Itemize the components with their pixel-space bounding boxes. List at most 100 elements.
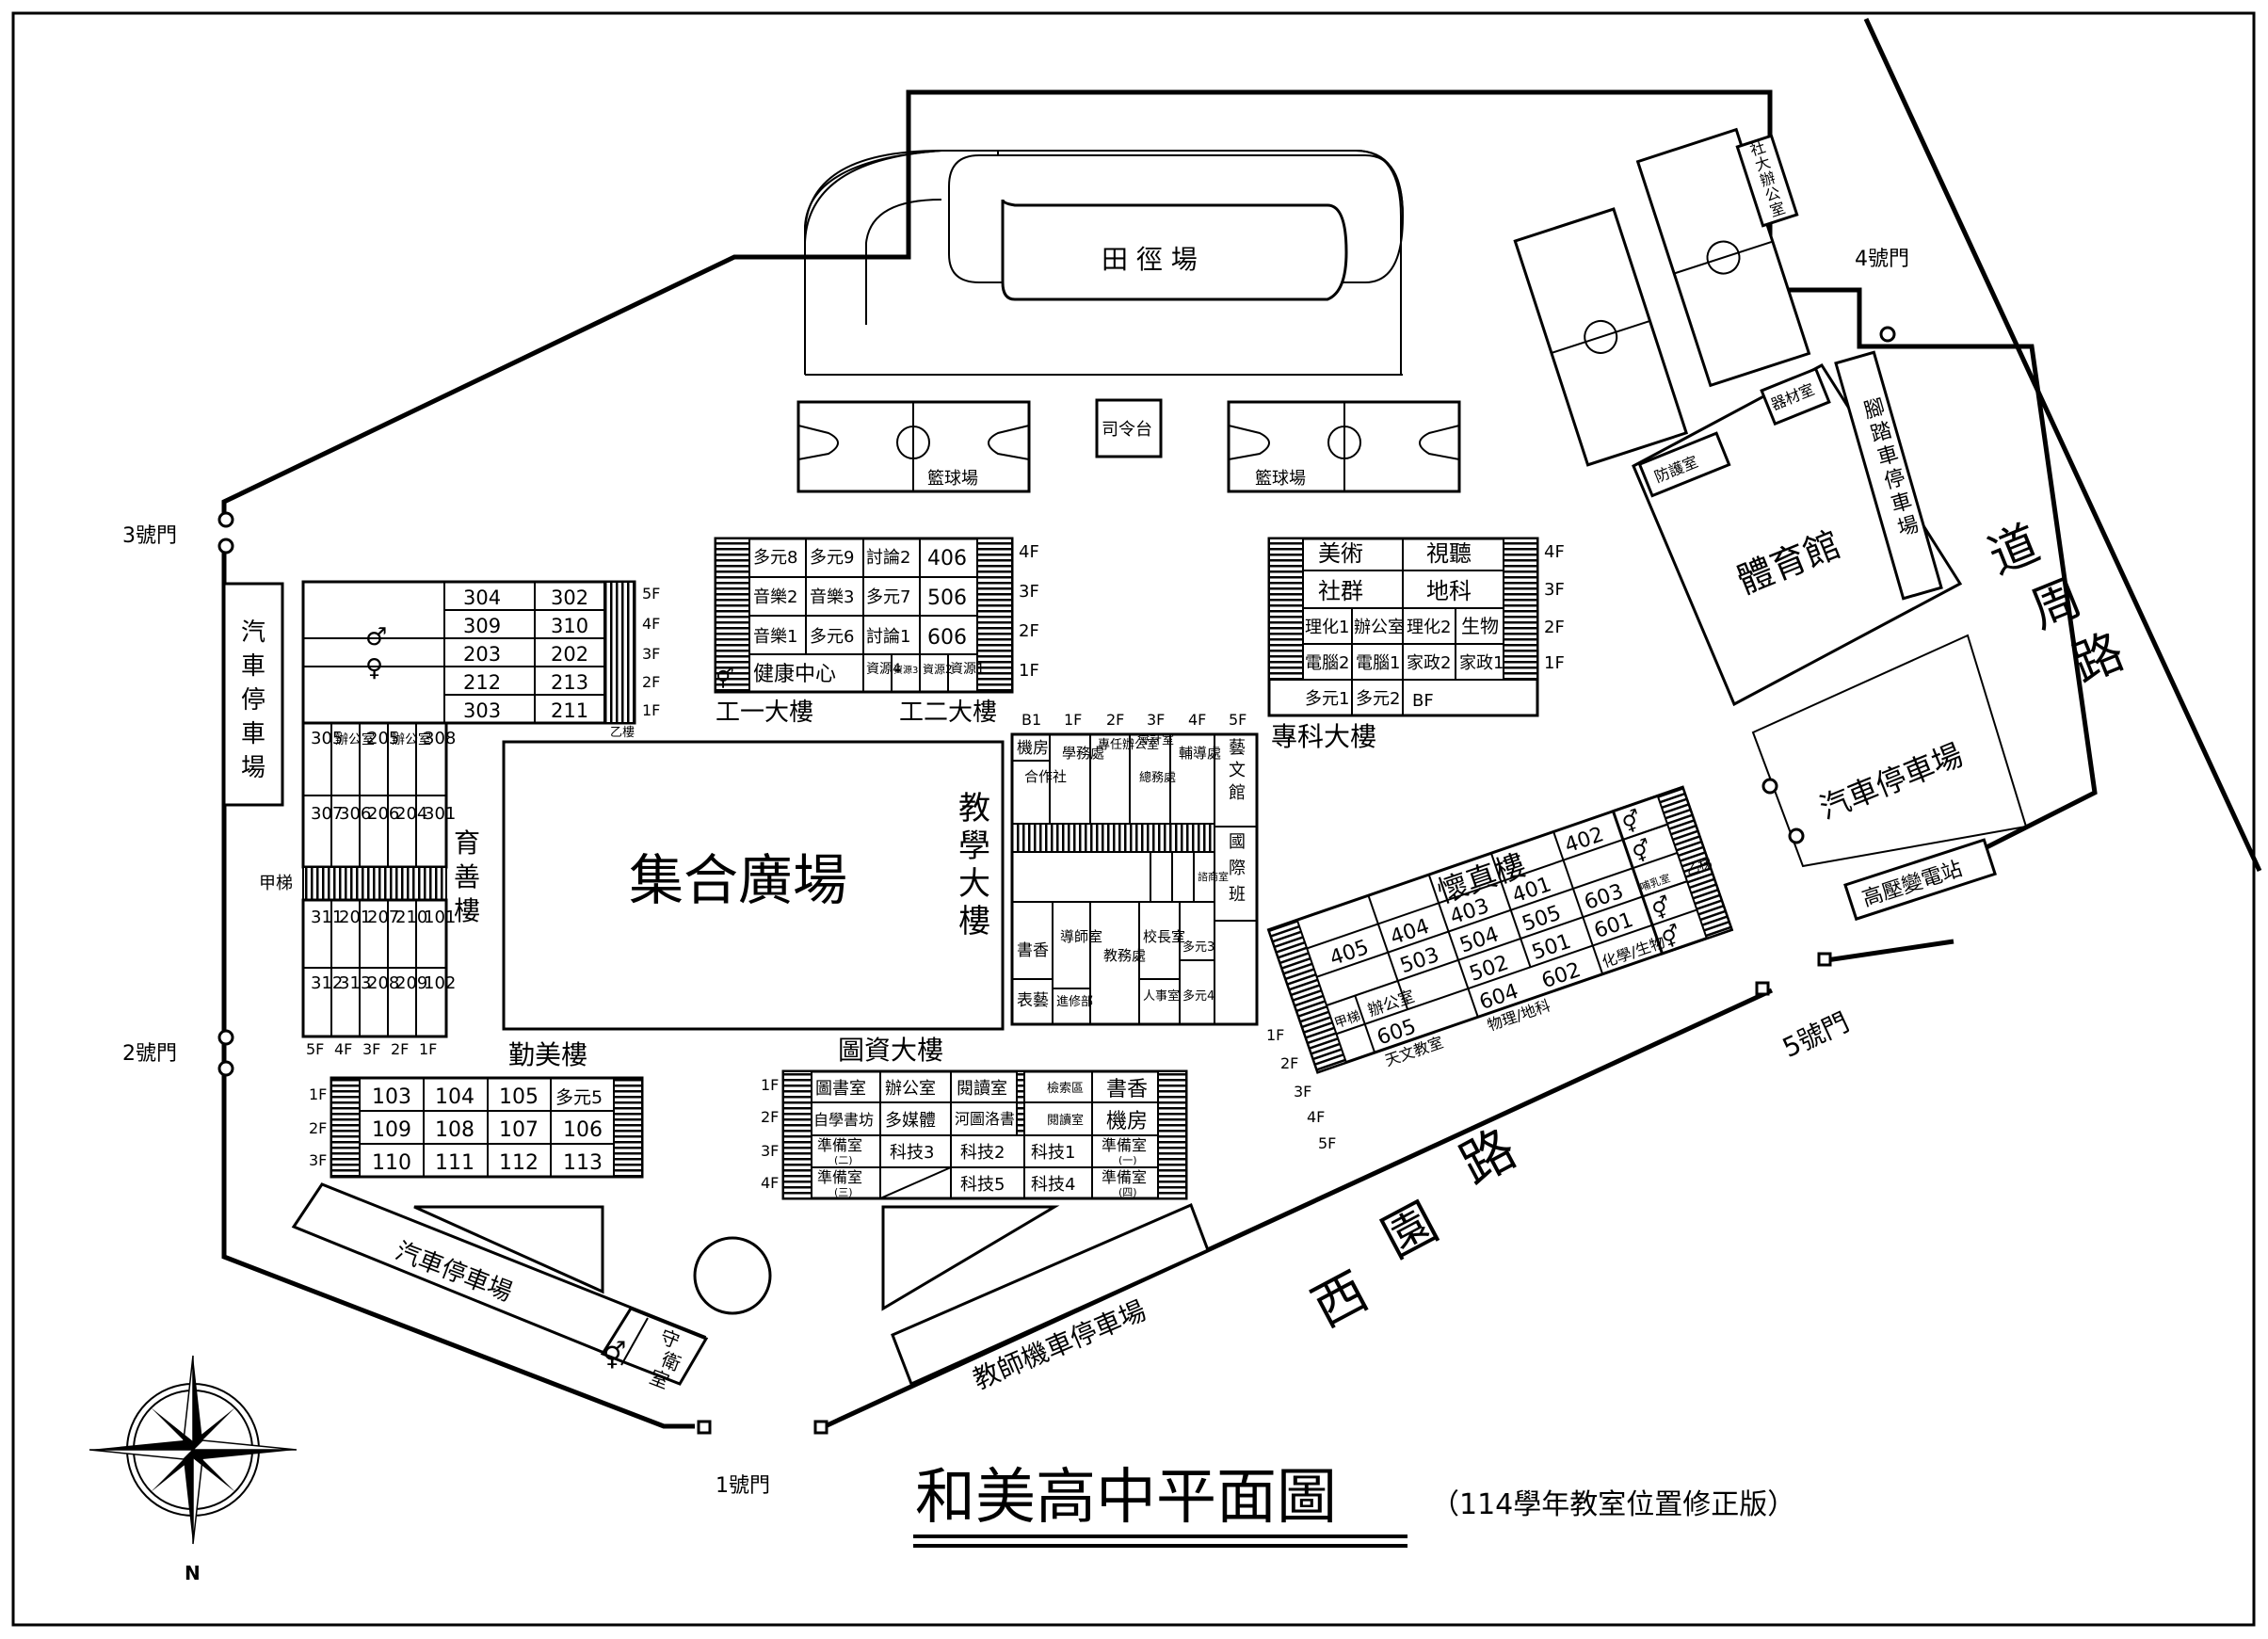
east-car-parking: [1751, 634, 2028, 868]
basketball-courts-ne: [1513, 127, 1811, 467]
svg-text:208: 208: [367, 973, 399, 993]
community-office: [1735, 134, 1799, 228]
svg-text:合作社: 合作社: [1024, 768, 1067, 785]
svg-text:203: 203: [463, 643, 501, 666]
svg-text:準備室: 準備室: [817, 1168, 862, 1186]
svg-text:306: 306: [339, 804, 371, 824]
svg-text:105: 105: [499, 1085, 539, 1109]
svg-text:312: 312: [311, 973, 343, 993]
svg-text:多元7: 多元7: [866, 587, 910, 607]
qinmei-rooms: 103 104 105 多元5 109 108 107 106 110 111 …: [372, 1085, 603, 1175]
svg-text:311: 311: [311, 908, 343, 927]
basketball-court-west: [796, 400, 1031, 493]
svg-text:校長室: 校長室: [1143, 928, 1185, 945]
gate-3-label: 3號門: [122, 524, 177, 548]
svg-text:301: 301: [424, 804, 456, 824]
yushan-4f-label: 4F: [642, 615, 660, 633]
qinmei-3f-label: 3F: [309, 1151, 327, 1169]
svg-text:1F: 1F: [1064, 711, 1082, 729]
svg-text:科技3: 科技3: [890, 1143, 934, 1163]
yushan-2f-label: 2F: [642, 673, 660, 691]
island-east: [881, 1205, 1060, 1311]
assembly-plaza: [502, 740, 1005, 1031]
gong-1f-label: 1F: [1019, 661, 1039, 681]
svg-text:101: 101: [424, 908, 456, 927]
svg-text:B1: B1: [1021, 711, 1041, 729]
zhuanke-2f-label: 2F: [1544, 618, 1565, 637]
svg-text:檢索區: 檢索區: [1047, 1081, 1084, 1096]
svg-text:家政1: 家政1: [1459, 653, 1504, 673]
svg-text:資源4: 資源4: [866, 662, 901, 677]
compass-n-label: N: [185, 1562, 201, 1584]
svg-text:音樂1: 音樂1: [753, 627, 797, 647]
gong-rooms: 多元8 多元9 討論2 406 音樂2 音樂3 多元7 506 音樂1 多元6 …: [753, 547, 985, 686]
huaizhen-rooms: 402 401 403 404 405 603 505 504 503 601 …: [1327, 807, 1713, 1069]
yushan-vertical-rooms: 305 辦公室 205 辦公室 308 307 306 206 204 301 …: [311, 729, 456, 993]
svg-text:104: 104: [435, 1085, 475, 1109]
svg-text:科技5: 科技5: [960, 1175, 1005, 1195]
svg-text:207: 207: [367, 908, 399, 927]
community-office-label: 社 大 辦 公 室: [1747, 137, 1792, 220]
svg-text:科技1: 科技1: [1031, 1143, 1075, 1163]
restroom-female-icon: ♀: [365, 654, 383, 683]
svg-text:多元9: 多元9: [810, 548, 854, 568]
svg-text:304: 304: [463, 587, 501, 609]
protect-room: [1637, 431, 1731, 498]
roundabout: [693, 1236, 772, 1315]
svg-text:313: 313: [339, 973, 371, 993]
svg-text:5F: 5F: [1318, 1134, 1336, 1152]
zhuanke-bf-label: BF: [1412, 691, 1434, 711]
restroom-male-icon: ♂: [365, 623, 387, 651]
svg-text:310: 310: [551, 615, 588, 637]
svg-text:308: 308: [424, 729, 456, 748]
svg-text:112: 112: [499, 1151, 539, 1175]
svg-text:多元8: 多元8: [753, 548, 797, 568]
svg-text:圖書室: 圖書室: [815, 1079, 866, 1099]
tuzi-4f-label: 4F: [761, 1174, 779, 1192]
svg-text:諮商室: 諮商室: [1198, 870, 1229, 883]
basketball-east-label: 籃球場: [1255, 469, 1306, 489]
svg-text:資源2: 資源2: [923, 663, 953, 676]
jiaoxue-label: 教 學 大 樓: [958, 790, 1001, 940]
zhuanke-label: 專科大樓: [1271, 721, 1376, 752]
svg-text:111: 111: [435, 1151, 475, 1175]
svg-text:212: 212: [463, 671, 501, 694]
restroom-icon-gong: ⚥: [716, 666, 734, 691]
svg-text:專任辦公室: 專任辦公室: [1098, 737, 1159, 752]
yushan-label: 育 善 樓: [454, 828, 489, 926]
svg-text:多元2: 多元2: [1356, 689, 1400, 709]
svg-text:科技4: 科技4: [1031, 1175, 1075, 1195]
svg-text:110: 110: [372, 1151, 411, 1175]
svg-text:107: 107: [499, 1118, 539, 1142]
zhuanke-3f-label: 3F: [1544, 580, 1565, 600]
zhuanke-4f-label: 4F: [1544, 542, 1565, 562]
yushan-floor-5f: 5F: [306, 1040, 324, 1058]
equipment-room: [1760, 366, 1831, 426]
gate-5-label: 5號門: [1777, 1006, 1854, 1064]
svg-text:305: 305: [311, 729, 343, 748]
svg-text:閱讀室: 閱讀室: [957, 1079, 1007, 1099]
road-edge-daozhou: [1863, 17, 2262, 873]
svg-text:4F: 4F: [1307, 1108, 1325, 1126]
west-car-parking-label: 汽 車 停 車 場: [241, 619, 273, 782]
svg-text:302: 302: [551, 587, 588, 609]
gong-3f-label: 3F: [1019, 582, 1039, 602]
svg-text:會計室: 會計室: [1137, 732, 1174, 747]
svg-text:表藝: 表藝: [1017, 991, 1049, 1010]
huaizhen-building: [1266, 785, 1734, 1074]
boundary-east-lower: [1826, 939, 1954, 963]
svg-text:學務處: 學務處: [1062, 745, 1104, 762]
svg-text:機房: 機房: [1106, 1110, 1148, 1133]
gong-building: [714, 537, 1014, 694]
svg-text:理化2: 理化2: [1407, 618, 1451, 637]
qinmei-building: [330, 1076, 644, 1179]
svg-text:美術: 美術: [1318, 540, 1363, 567]
svg-text:辦公室: 辦公室: [1354, 618, 1405, 637]
stair-jia-label: 甲梯: [259, 874, 293, 893]
yushan-5f-label: 5F: [642, 585, 660, 603]
basketball-court-east: [1227, 400, 1461, 493]
restroom-icon-guard: ⚥: [603, 1341, 626, 1372]
tuzi-label: 圖資大樓: [838, 1035, 943, 1066]
svg-text:(三): (三): [834, 1186, 853, 1198]
svg-text:討論1: 討論1: [866, 627, 910, 647]
